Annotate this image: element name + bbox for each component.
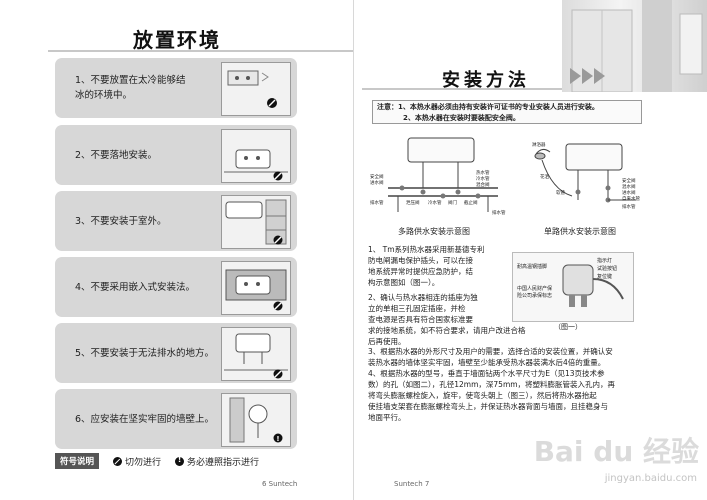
- plug-figure: 耐高温钢插脚 指示灯 试验按钮 复位键 中国人民财产保 险公司承保标志: [512, 252, 634, 322]
- figure-label: 试验按钮: [597, 266, 618, 272]
- book-spine: [353, 0, 354, 500]
- placement-item-4: 4、不要采用嵌入式安装法。: [55, 257, 297, 317]
- page-number-left: 6 Suntech: [262, 480, 298, 488]
- diagram-label: 花洒: [540, 175, 549, 180]
- placement-item-text: 4、不要采用嵌入式安装法。: [75, 281, 196, 293]
- diagram-label: 进水阀: [622, 191, 636, 196]
- legend-mandatory: 务必遵照指示进行: [175, 455, 259, 468]
- notice-label: 注意：: [377, 103, 398, 111]
- placement-item-text: 6、应安装在坚实牢固的墙壁上。: [75, 413, 215, 425]
- left-page: 放置环境 1、不要放置在太冷能够结 冰的环境中。 2、不要落地安装。 3、不要安…: [0, 0, 353, 500]
- placement-item-2: 2、不要落地安装。: [55, 125, 297, 185]
- legend-label: 符号说明: [55, 453, 100, 469]
- outdoor-mount-illustration: [221, 195, 291, 249]
- diagram-label: 软管: [556, 191, 565, 196]
- page-number-right: Suntech 7: [394, 480, 430, 488]
- diagram-label: 安全阀: [622, 179, 636, 184]
- watermark-url: jingyan.baidu.com: [604, 473, 697, 484]
- diagram-label: 排水管: [622, 205, 636, 210]
- placement-item-5: 5、不要安装于无法排水的地方。: [55, 323, 297, 383]
- legend-prohibited: 切勿进行: [113, 455, 161, 468]
- multi-supply-diagram: [368, 130, 518, 220]
- legend-prohibited-text: 切勿进行: [125, 457, 162, 468]
- cold-environment-illustration: [221, 62, 291, 116]
- notice-box: 注意：1、本热水器必须由持有安装许可证书的专业安装人员进行安装。 2、本热水器在…: [372, 100, 642, 124]
- figure-caption: （图一）: [554, 323, 582, 331]
- mandatory-icon: [175, 455, 185, 466]
- diagram-label: 混水阀: [622, 185, 636, 190]
- svg-text:!: !: [276, 435, 279, 443]
- single-supply-caption: 单路供水安装示意图: [544, 227, 616, 236]
- diagram-label: 自来水管: [622, 197, 640, 202]
- placement-item-6: 6、应安装在坚实牢固的墙壁上。 !: [55, 389, 297, 449]
- figure-label: 耐高温钢插脚: [517, 264, 548, 270]
- single-supply-diagram: 淋浴器 花洒 软管 安全阀 混水阀 进水阀 自来水管 排水管: [526, 134, 648, 222]
- watermark-logo: Bai du 经验: [533, 435, 699, 468]
- notice-line-1: 1、本热水器必须由持有安装许可证书的专业安装人员进行安装。: [398, 103, 599, 111]
- placement-item-text: 3、不要安装于室外。: [75, 215, 167, 227]
- placement-item-3: 3、不要安装于室外。: [55, 191, 297, 251]
- page-title: 放置环境: [133, 28, 221, 52]
- install-step-3: 3、根据热水器的外形尺寸及用户的需要，选择合适的安装位置，并确认安 装热水器的墙…: [368, 347, 613, 367]
- embedded-mount-illustration: [221, 261, 291, 315]
- solid-wall-illustration: !: [221, 393, 291, 447]
- placement-item-text: 1、不要放置在太冷能够结 冰的环境中。: [75, 75, 186, 101]
- figure-label: 中国人民财产保 险公司承保标志: [517, 286, 553, 299]
- multi-supply-caption: 多路供水安装示意图: [398, 227, 470, 236]
- placement-item-text: 5、不要安装于无法排水的地方。: [75, 347, 215, 359]
- arrow-decoration-icon: [570, 68, 605, 84]
- notice-line-2: 2、本热水器在安装时要装配安全阀。: [403, 114, 520, 122]
- title-divider: [48, 50, 353, 52]
- right-page: 安装方法 注意：1、本热水器必须由持有安装许可证书的专业安装人员进行安装。 2、…: [354, 0, 707, 500]
- placement-item-text: 2、不要落地安装。: [75, 149, 158, 161]
- symbol-legend: 符号说明 切勿进行 务必遵照指示进行: [55, 452, 297, 470]
- diagram-label: 淋浴器: [532, 143, 546, 148]
- install-step-4: 4、根据热水器的型号，垂直于墙面钻两个水平尺寸为E（见13页技术参 数）的孔（如…: [368, 369, 616, 422]
- prohibited-icon: [113, 456, 123, 466]
- figure-label: 指示灯: [597, 258, 613, 264]
- no-drain-illustration: [221, 327, 291, 381]
- install-step-2: 2、确认与热水器相连的插座为独 立的单相三孔固定插座，并检 查电源是否具有符合国…: [368, 293, 526, 346]
- section-title: 安装方法: [442, 70, 530, 91]
- title-divider: [362, 88, 562, 90]
- figure-label: 复位键: [597, 274, 613, 280]
- install-step-1: 1、 Tm系列热水器采用新基德专利 防电闸漏电保护插头，可以在接 地系统异常时提…: [368, 245, 485, 287]
- floor-mount-illustration: [221, 129, 291, 183]
- legend-mandatory-text: 务必遵照指示进行: [187, 457, 260, 468]
- placement-item-1: 1、不要放置在太冷能够结 冰的环境中。: [55, 58, 297, 118]
